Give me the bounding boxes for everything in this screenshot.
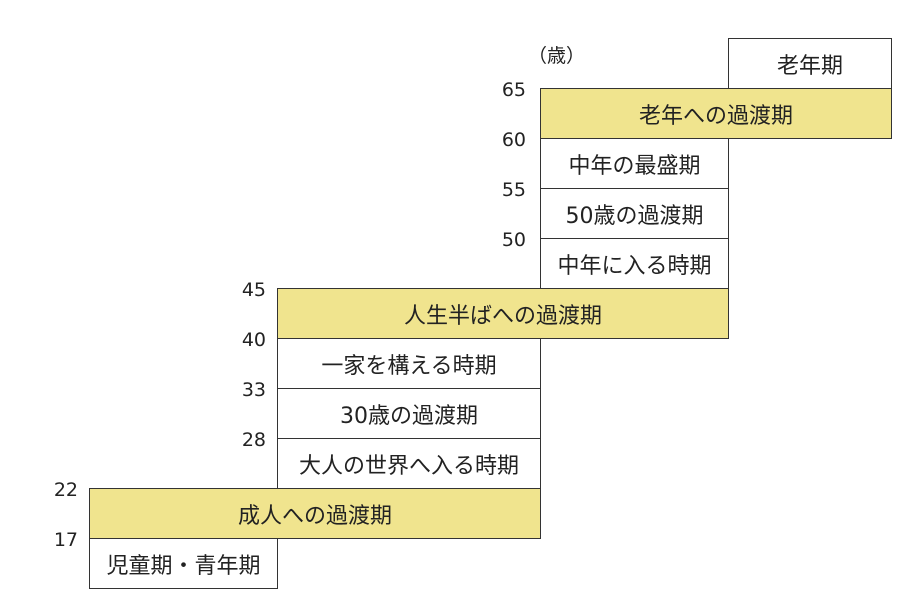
age-45: 45 [241,279,266,301]
stage-transition-midlife: 人生半ばへの過渡期 [277,288,729,339]
unit-label: （歳） [528,45,586,67]
age-40: 40 [241,329,266,351]
age-60: 60 [501,129,526,151]
age-17: 17 [53,529,78,551]
age-50: 50 [501,229,526,251]
stage-age30-transition: 30歳の過渡期 [277,388,541,439]
age-33: 33 [241,379,266,401]
stage-age50-transition: 50歳の過渡期 [540,188,729,239]
stage-entering-adult: 大人の世界へ入る時期 [277,438,541,489]
stage-transition-adult: 成人への過渡期 [89,488,541,539]
stage-childhood-youth: 児童期・青年期 [89,538,278,589]
stage-entering-middle: 中年に入る時期 [540,238,729,289]
stage-middle-peak: 中年の最盛期 [540,138,729,189]
age-65: 65 [501,79,526,101]
age-28: 28 [241,429,266,451]
age-22: 22 [53,479,78,501]
stage-old-age: 老年期 [728,38,892,89]
age-55: 55 [501,179,526,201]
stage-settling-down: 一家を構える時期 [277,338,541,389]
stage-transition-old-age: 老年への過渡期 [540,88,892,139]
